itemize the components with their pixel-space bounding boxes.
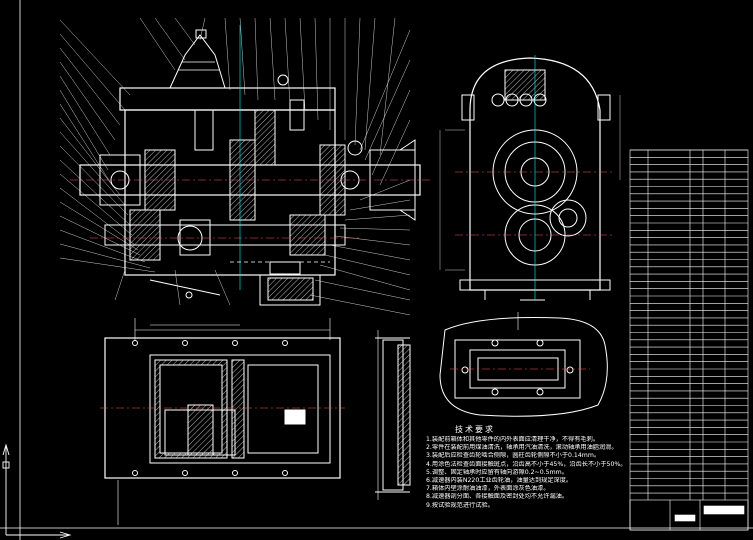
note-line: 4.用涂色法检查齿面接触斑点，沿齿高不小于45%，沿齿长不小于50%。 xyxy=(426,460,627,468)
note-line: 8.减速器剖分面、各接触面及密封处均不允许漏油。 xyxy=(426,493,569,501)
ucs-axis-icon xyxy=(2,443,72,539)
cover-plate-view xyxy=(439,312,608,417)
note-line: 9.按试验规范进行试验。 xyxy=(426,501,494,509)
note-line: 6.减速器内装N220工业齿轮油，油量达到规定深度。 xyxy=(426,477,573,485)
small-section-view xyxy=(375,330,411,500)
technical-requirements-title: 技术要求 xyxy=(455,425,495,434)
technical-requirements-list: 1.装配前箱体和其他零件的内外表面应清理干净，不得有毛刺。 2.零件在装配前用煤… xyxy=(426,436,631,510)
note-line: 7.箱体内壁涂耐油油漆，外表面涂灰色油漆。 xyxy=(426,485,550,493)
side-view xyxy=(439,55,621,301)
note-line: 3.装配后应检查齿轮啮合侧隙，圆柱齿轮侧隙不小于0.14mm。 xyxy=(426,452,601,460)
main-section-view xyxy=(59,17,430,316)
parts-list-table xyxy=(629,149,749,531)
note-line: 1.装配前箱体和其他零件的内外表面应清理干净，不得有毛刺。 xyxy=(426,436,599,443)
note-line: 5.调整、固定轴承时应留有轴向游隙0.2~0.5mm。 xyxy=(426,468,568,476)
top-view xyxy=(100,318,345,525)
leader-lines-top xyxy=(139,17,396,156)
note-line: 2.零件在装配前用煤油清洗，轴承用汽油清洗，滚动轴承用油脂润滑。 xyxy=(426,444,618,452)
